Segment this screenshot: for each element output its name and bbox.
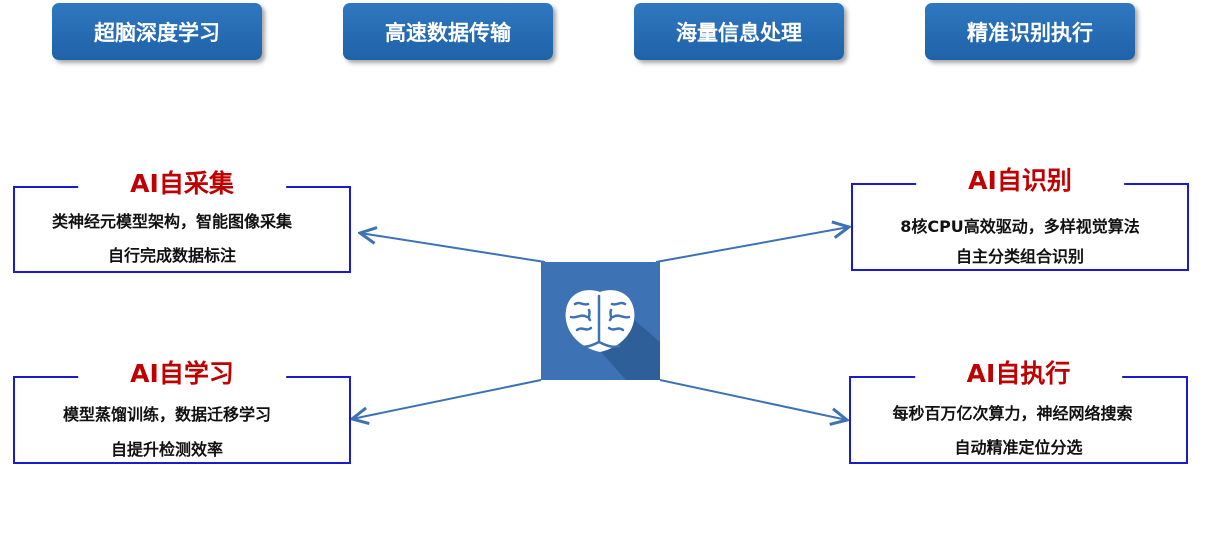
box-ai-execute: AI自执行 每秒百万亿次算力，神经网络搜索 自动精准定位分选 (849, 354, 1188, 464)
box-line: 自动精准定位分选 (954, 438, 1083, 457)
feature-button-deep-learning[interactable]: 超脑深度学习 (52, 3, 262, 60)
feature-button-transmission[interactable]: 高速数据传输 (343, 3, 553, 60)
box-line: 自提升检测效率 (110, 440, 223, 459)
arrow-recognize (655, 227, 849, 263)
box-title: AI自执行 (914, 354, 1123, 390)
box-ai-learn: AI自学习 模型蒸馏训练，数据迁移学习 自提升检测效率 (13, 354, 351, 464)
brain-icon-tile (541, 262, 660, 380)
box-line: 自行完成数据标注 (107, 246, 236, 265)
arrow-learn (352, 379, 542, 419)
feature-button-recognition[interactable]: 精准识别执行 (925, 3, 1135, 60)
brain-icon (565, 290, 660, 380)
box-title: AI自采集 (78, 164, 286, 200)
box-ai-collect: AI自采集 类神经元模型架构，智能图像采集 自行完成数据标注 (13, 164, 351, 273)
feature-button-processing[interactable]: 海量信息处理 (634, 3, 844, 60)
box-title: AI自学习 (78, 354, 286, 390)
box-line: 模型蒸馏训练，数据迁移学习 (62, 405, 271, 424)
box-title: AI自识别 (916, 161, 1124, 197)
box-line: 自主分类组合识别 (955, 247, 1084, 266)
arrow-execute (659, 379, 847, 420)
box-line: 每秒百万亿次算力，神经网络搜索 (892, 404, 1133, 423)
arrow-collect (360, 233, 546, 263)
box-ai-recognize: AI自识别 8核CPU高效驱动，多样视觉算法 自主分类组合识别 (851, 161, 1189, 271)
box-line: 8核CPU高效驱动，多样视觉算法 (900, 217, 1140, 236)
box-line: 类神经元模型架构，智能图像采集 (51, 212, 292, 231)
